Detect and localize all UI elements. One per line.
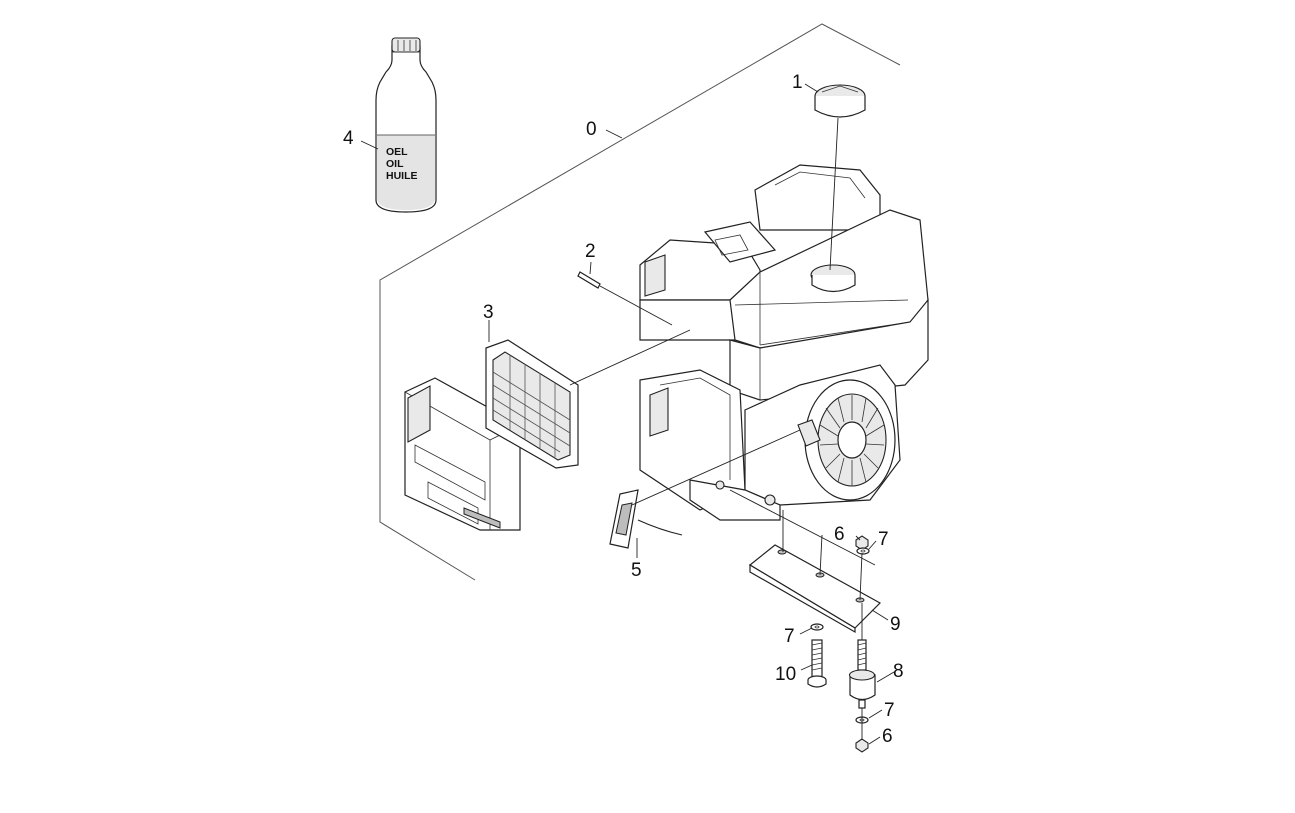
callout-6-bottom: 6 <box>882 726 893 747</box>
assembly-frame <box>379 23 901 581</box>
callout-10: 10 <box>775 664 796 685</box>
assembly-lines <box>569 117 876 740</box>
callout-6-top: 6 <box>834 524 845 545</box>
engine[interactable] <box>639 164 929 521</box>
washer-top[interactable] <box>856 547 870 555</box>
callout-5: 5 <box>631 560 642 581</box>
callout-9: 9 <box>890 614 901 635</box>
callout-7-bottom: 7 <box>884 700 895 721</box>
oil-cap[interactable] <box>814 84 866 118</box>
callout-numbers: 0 1 2 3 4 5 6 7 7 8 9 10 7 6 <box>343 72 904 747</box>
switch[interactable] <box>609 489 683 549</box>
callout-4: 4 <box>343 128 354 149</box>
bottle-label-line-1: OEL <box>386 146 408 158</box>
dipstick-pin[interactable] <box>577 271 601 289</box>
oil-bottle[interactable]: OEL OIL HUILE <box>375 37 437 213</box>
nut-bottom[interactable] <box>855 738 869 753</box>
washer-mid[interactable] <box>810 623 824 631</box>
callout-3: 3 <box>483 302 494 323</box>
callout-2: 2 <box>585 241 596 262</box>
callout-7-mid: 7 <box>784 626 795 647</box>
screw[interactable] <box>807 639 827 688</box>
callout-1: 1 <box>792 72 803 93</box>
bottle-label-line-2: OIL <box>386 158 404 170</box>
callout-7-top: 7 <box>878 529 889 550</box>
callout-0: 0 <box>586 119 597 140</box>
callout-8: 8 <box>893 661 904 682</box>
air-filter-element[interactable] <box>485 339 579 469</box>
damper[interactable] <box>848 639 876 709</box>
callout-leaders <box>360 83 895 745</box>
bottle-label-line-3: HUILE <box>386 170 418 182</box>
